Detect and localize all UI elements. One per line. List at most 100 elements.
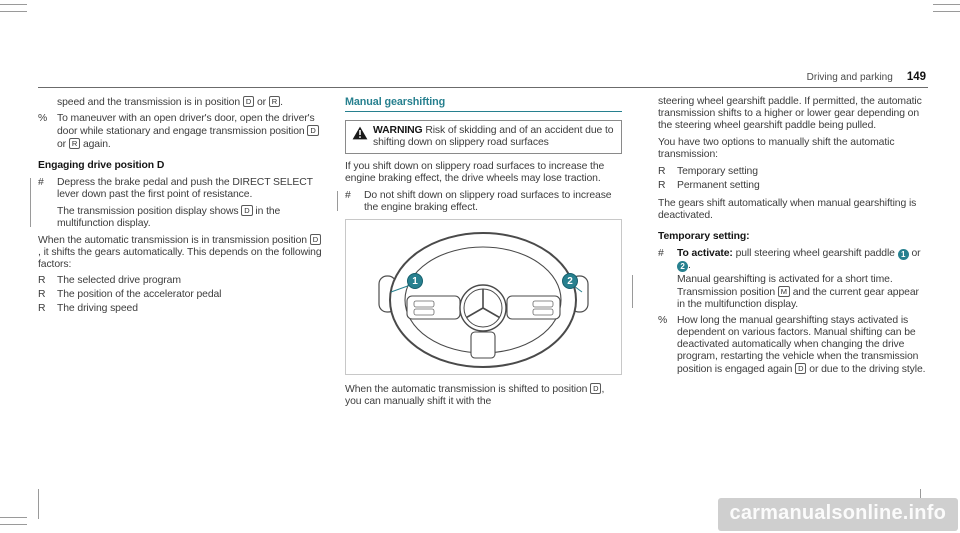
column-left: speed and the transmission is in positio… — [30, 96, 322, 319]
step-symbol: # — [658, 248, 664, 259]
revision-bar — [30, 178, 31, 227]
step-symbol: # — [38, 177, 44, 188]
position-d-key: D — [590, 383, 602, 394]
position-d-key: D — [307, 125, 319, 136]
warning-label: WARNING — [373, 125, 423, 136]
text: Do not shift down on slippery road surfa… — [364, 190, 612, 213]
text: speed and the transmission is in positio… — [57, 97, 243, 108]
text: How long the manual gearshifting stays a… — [677, 315, 919, 375]
text: To maneuver with an open driver's door, … — [57, 113, 315, 137]
bullet-item: R The driving speed — [38, 303, 322, 315]
section-title: Driving and parking — [806, 72, 893, 83]
text: or — [57, 139, 69, 150]
text: , it shifts the gears automatically. Thi… — [38, 247, 322, 270]
note-symbol: % — [658, 315, 668, 326]
text: You have two options to manually shift t… — [658, 137, 895, 160]
revised-block: Manual gearshifting is activated for a s… — [632, 274, 928, 311]
text: and the current gear appear in the multi… — [677, 287, 919, 310]
page-number: 149 — [906, 71, 926, 83]
position-r-key: R — [268, 96, 281, 107]
text: The position of the accelerator pedal — [57, 289, 222, 300]
watermark-link[interactable]: carmanualsonline.info — [717, 498, 958, 531]
bullet-item: R The position of the accelerator pedal — [38, 289, 322, 301]
step-symbol: # — [345, 190, 351, 201]
callout-1-inline: 1 — [897, 249, 909, 260]
header-rule — [38, 87, 928, 88]
position-d-key: D — [309, 234, 322, 245]
crop-mark — [0, 11, 27, 12]
text: Temporary setting — [677, 166, 758, 177]
paragraph: The transmission position display shows … — [38, 205, 322, 230]
text: . — [280, 97, 283, 108]
bullet-symbol: R — [38, 303, 46, 314]
text: steering wheel gearshift paddle. If perm… — [658, 96, 922, 131]
note-item: % How long the manual gearshifting stays … — [658, 315, 928, 376]
revision-bar — [632, 275, 633, 308]
text: or due to the driving style. — [806, 364, 926, 375]
bullet-item: R Permanent setting — [658, 180, 928, 192]
paragraph: steering wheel gearshift paddle. If perm… — [658, 96, 928, 132]
step-item: # To activate: pull steering wheel gearsh… — [658, 248, 928, 272]
paragraph: When the automatic transmission is in tr… — [38, 234, 322, 271]
text: in the multifunction display. — [57, 206, 281, 229]
position-d-key: D — [242, 96, 255, 107]
steering-wheel-illustration — [378, 232, 589, 368]
position-d-key: D — [795, 363, 807, 374]
bullet-symbol: R — [658, 180, 666, 191]
note-symbol: % — [38, 113, 48, 124]
text: or — [254, 97, 269, 108]
text: again. — [80, 139, 111, 150]
note-item: % To maneuver with an open driver's door,… — [38, 113, 322, 151]
warning-icon — [352, 126, 368, 144]
paragraph-continuation: speed and the transmission is in positio… — [38, 96, 322, 109]
steering-wheel-figure: 1 2 — [345, 219, 622, 375]
warning-text: Risk of skidding and of an accident due … — [373, 125, 614, 148]
crop-mark — [933, 4, 960, 5]
text: When the automatic transmission is in tr… — [38, 235, 310, 246]
text: The driving speed — [57, 303, 138, 314]
warning-box: WARNING Risk of skidding and of an accid… — [345, 120, 622, 154]
column-right: steering wheel gearshift paddle. If perm… — [632, 96, 928, 380]
text: or — [908, 248, 921, 259]
page-header: Driving and parking 149 — [807, 71, 926, 83]
text: The selected drive program — [57, 275, 181, 286]
text: The gears shift automatically when manua… — [658, 198, 917, 221]
text: . — [688, 260, 691, 271]
text: The transmission position display shows — [57, 206, 242, 217]
subsection-heading: Engaging drive position D — [38, 160, 165, 171]
callout-1-badge: 1 — [407, 273, 423, 289]
step-item: # Do not shift down on slippery road surf… — [345, 190, 622, 214]
paragraph: You have two options to manually shift t… — [658, 137, 928, 161]
revision-bar — [337, 191, 338, 211]
text: When the automatic transmission is shift… — [345, 384, 591, 395]
bullet-item: R Temporary setting — [658, 166, 928, 178]
paragraph: If you shift down on slippery road surfa… — [345, 161, 622, 185]
position-m-key: M — [777, 286, 790, 297]
step-label: To activate: — [677, 248, 733, 259]
paragraph: The gears shift automatically when manua… — [658, 198, 928, 222]
text: Permanent setting — [677, 180, 760, 191]
bullet-symbol: R — [38, 289, 46, 300]
text: pull steering wheel gearshift paddle — [732, 248, 898, 259]
bullet-symbol: R — [38, 275, 46, 286]
paragraph: Manual gearshifting is activated for a s… — [677, 274, 928, 311]
crop-mark — [0, 517, 27, 518]
crop-mark — [38, 489, 39, 519]
text: If you shift down on slippery road surfa… — [345, 161, 605, 184]
crop-mark — [933, 11, 960, 12]
crop-mark — [0, 524, 27, 525]
position-r-key: R — [68, 138, 81, 149]
callout-2-badge: 2 — [562, 273, 578, 289]
text: Manual gearshifting is activated for a s… — [677, 274, 893, 298]
text: , you can manually shift it with the — [345, 384, 605, 407]
bullet-symbol: R — [658, 166, 666, 177]
callout-2-inline: 2 — [677, 261, 688, 272]
crop-mark — [0, 4, 27, 5]
column-middle: Manual gearshifting WARNING Risk of skid… — [337, 96, 622, 412]
revised-block: # Do not shift down on slippery road surf… — [337, 190, 622, 214]
revised-block: # Depress the brake pedal and push the DI… — [30, 177, 322, 230]
text: Depress the brake pedal and push the DIR… — [57, 177, 313, 200]
brand-star-icon — [466, 289, 500, 319]
position-d-key: D — [241, 205, 253, 216]
